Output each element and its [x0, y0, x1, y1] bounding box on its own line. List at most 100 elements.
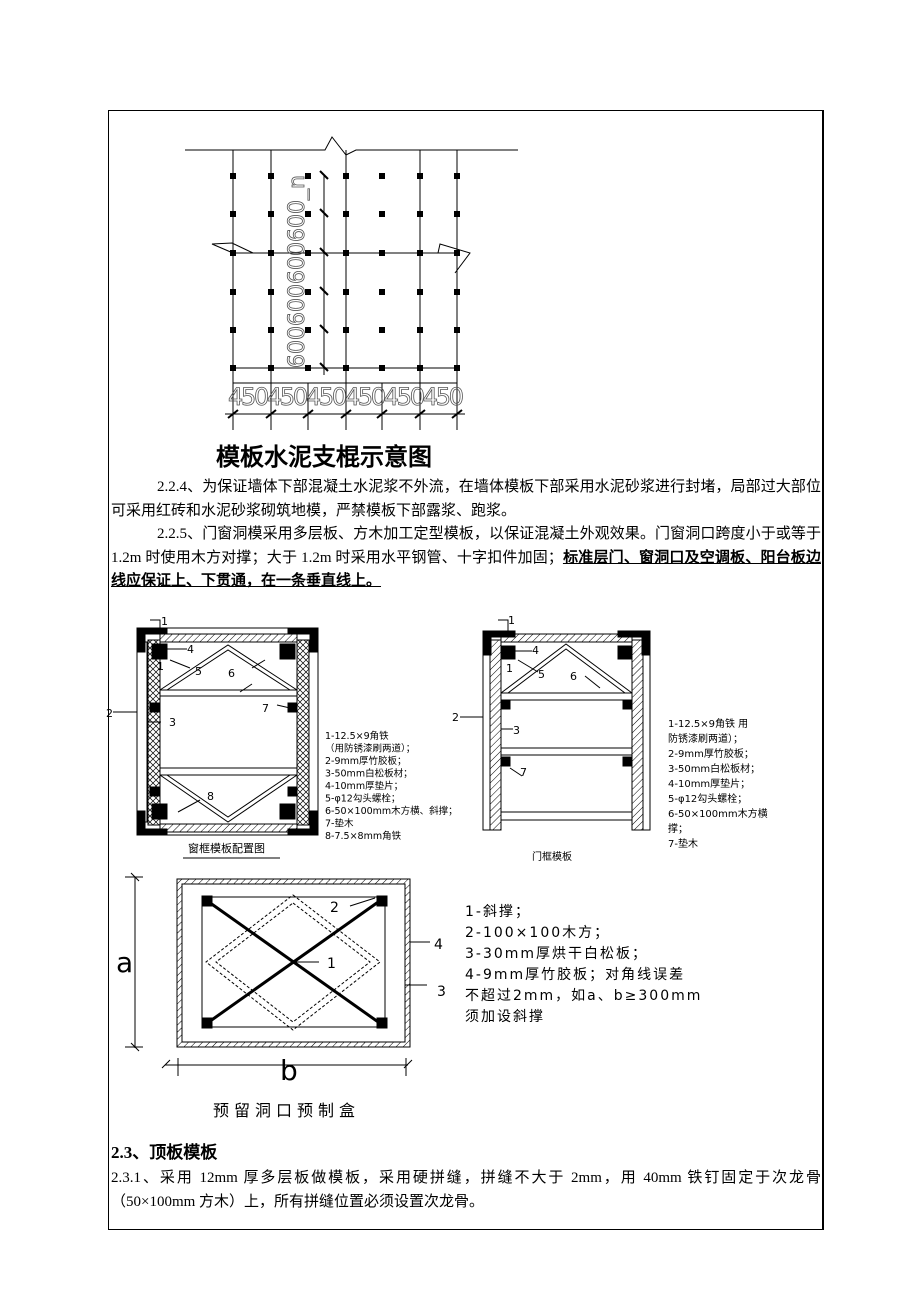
support-point: [379, 211, 385, 217]
callout-4: 4: [187, 643, 194, 656]
window-caption: 窗框模板配置图: [188, 841, 265, 855]
svg-text:7: 7: [520, 766, 527, 779]
svg-text:3: 3: [437, 984, 446, 1000]
support-point: [230, 327, 236, 333]
support-point: [379, 327, 385, 333]
support-point: [230, 289, 236, 295]
paragraph-2-3-1: 2.3.1、采用 12mm 厚多层板做模板，采用硬拼缝，拼缝不大于 2mm，用 …: [111, 1170, 821, 1210]
svg-text:4: 4: [532, 644, 539, 657]
legend-item: 3-50mm白松板材；: [668, 762, 760, 775]
door-callouts: 1 2 3 4 5 6 7 1: [452, 614, 577, 779]
door-legend: 1-12.5×9角铁 用防锈漆刷两道）； 2-9mm厚竹胶板； 3-50mm白松板材…: [668, 717, 768, 850]
support-point: [268, 327, 274, 333]
support-layout-diagram: 600600600600_n 450450450450450450: [185, 136, 518, 430]
callout-3: 3: [169, 716, 176, 729]
table-cell-border: [108, 110, 824, 1230]
paragraph-2-2-4: 2.2.4、为保证墙体下部混凝土水泥浆不外流，在墙体模板下部采用水泥砂浆进行封堵…: [111, 479, 821, 519]
figure1-title: 模板水泥支棍示意图: [216, 443, 432, 471]
legend-item: 4-9mm厚竹胶板；对角线误差: [465, 966, 685, 983]
svg-text:2: 2: [330, 900, 339, 916]
legend-item: 2-100×100木方；: [465, 925, 610, 941]
window-legend: 1-12.5×9角铁（用防锈漆刷两道）；2-9mm厚竹胶板；3-50mm白松板材…: [325, 730, 458, 842]
support-point: [379, 289, 385, 295]
legend-item: 8-7.5×8mm角铁: [325, 830, 402, 842]
support-point: [268, 365, 274, 371]
box-caption: 预留洞口预制盒: [213, 1101, 360, 1120]
legend-item: 1-12.5×9角铁: [325, 730, 389, 742]
support-point: [305, 173, 311, 179]
legend-item: 5-φ12勾头螺栓；: [668, 792, 747, 805]
support-point: [454, 289, 460, 295]
support-point: [305, 327, 311, 333]
svg-text:2: 2: [452, 711, 459, 724]
support-point: [230, 173, 236, 179]
legend-item: 3-30mm厚烘干白松板；: [465, 946, 648, 962]
callout-2: 2: [106, 707, 113, 720]
dimension-horizontal: 450450450450450450: [228, 383, 464, 411]
support-point: [417, 327, 423, 333]
legend-item: （用防锈漆刷两道）；: [325, 743, 415, 755]
support-point: [417, 211, 423, 217]
support-point: [454, 365, 460, 371]
svg-text:1: 1: [506, 662, 513, 675]
support-point: [268, 211, 274, 217]
support-point: [305, 289, 311, 295]
support-point: [268, 289, 274, 295]
callout-1: 1: [161, 615, 168, 628]
window-frame-drawing: [113, 619, 319, 836]
svg-text:1: 1: [327, 956, 336, 972]
legend-item: 2-9mm厚竹胶板；: [668, 747, 754, 760]
support-point: [343, 289, 349, 295]
svg-text:1: 1: [508, 614, 515, 627]
support-point: [417, 250, 423, 256]
support-point: [379, 173, 385, 179]
legend-item: 防锈漆刷两道）；: [668, 732, 743, 745]
support-point: [268, 250, 274, 256]
legend-item: 7-垫木: [668, 837, 698, 850]
support-point: [343, 173, 349, 179]
support-point: [230, 250, 236, 256]
support-point: [417, 289, 423, 295]
legend-item: 1-12.5×9角铁 用: [668, 717, 748, 730]
svg-text:5: 5: [538, 668, 545, 681]
support-point: [268, 173, 274, 179]
svg-text:4: 4: [434, 937, 443, 953]
paragraph-2-2-5: 2.2.5、门窗洞模采用多层板、方木加工定型模板，以保证混凝土外观效果。门窗洞口…: [111, 523, 821, 594]
window-callouts: 1 2 3 4 5 6 7 8 1: [106, 615, 269, 803]
support-point: [454, 211, 460, 217]
support-point: [417, 173, 423, 179]
support-point: [305, 365, 311, 371]
support-point: [230, 365, 236, 371]
support-point: [230, 211, 236, 217]
support-point: [305, 250, 311, 256]
legend-item: 2-9mm厚竹胶板；: [325, 755, 407, 767]
legend-item: 6-50×100mm木方横: [668, 807, 768, 820]
legend-item: 4-10mm厚垫片；: [668, 777, 750, 790]
door-caption: 门框模板: [532, 850, 572, 863]
legend-item: 须加设斜撑: [465, 1009, 545, 1025]
legend-item: 6-50×100mm木方横、斜撑；: [325, 805, 458, 817]
callout-8: 8: [207, 790, 214, 803]
door-frame-drawing: [460, 619, 651, 831]
legend-item: 7-垫木: [325, 818, 354, 830]
box-callouts: 1 2 3 4 a b: [116, 900, 446, 1087]
support-point: [454, 250, 460, 256]
support-point: [417, 365, 423, 371]
support-point: [454, 327, 460, 333]
dimension-b: b: [280, 1054, 298, 1087]
legend-item: 5-φ12勾头螺栓；: [325, 793, 400, 805]
section-heading-2-3: 2.3、顶板模板: [111, 1143, 218, 1162]
callout-6: 6: [228, 667, 235, 680]
legend-item: 撑；: [668, 822, 688, 835]
support-point: [343, 327, 349, 333]
svg-text:6: 6: [570, 670, 577, 683]
legend-item: 1-斜撑；: [465, 904, 531, 920]
support-point: [305, 211, 311, 217]
support-point: [343, 250, 349, 256]
callout-5: 5: [195, 665, 202, 678]
support-point: [379, 250, 385, 256]
support-point: [343, 365, 349, 371]
dimension-vertical: 600600600600_n: [285, 175, 310, 368]
